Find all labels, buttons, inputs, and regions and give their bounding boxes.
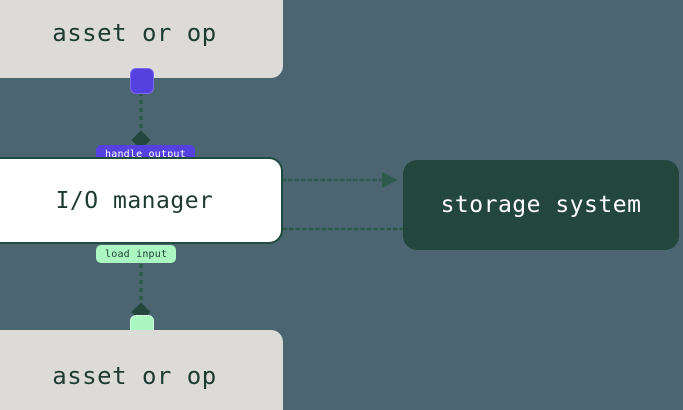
node-storage-system-label: storage system [440, 192, 642, 218]
node-io-manager-label: I/O manager [55, 187, 214, 214]
edge-label-load-input-text: load input [105, 248, 168, 260]
edge-label-handle-output-text: handle output [105, 148, 186, 160]
node-storage-system[interactable]: storage system [403, 160, 679, 250]
output-port-icon[interactable] [130, 68, 154, 94]
node-io-manager[interactable]: I/O manager [0, 157, 283, 244]
node-asset-or-op-bottom-label: asset or op [52, 362, 217, 390]
node-asset-or-op-top[interactable]: asset or op [0, 0, 283, 78]
edge-label-load-input[interactable]: load input [96, 245, 177, 263]
node-asset-or-op-top-label: asset or op [52, 19, 217, 47]
node-asset-or-op-bottom[interactable]: asset or op [0, 330, 283, 410]
